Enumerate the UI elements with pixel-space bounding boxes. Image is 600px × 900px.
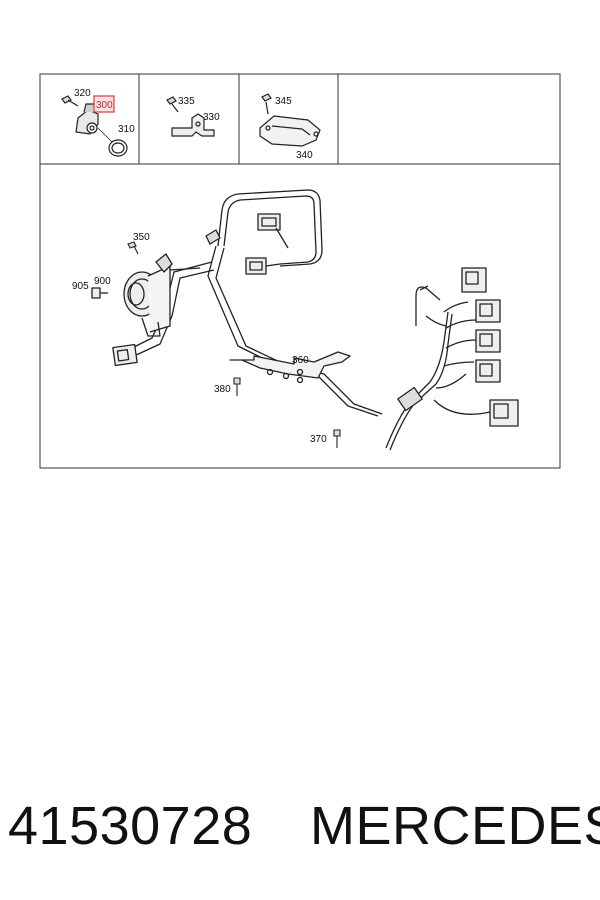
sensor-assembly-drawing bbox=[61, 95, 128, 157]
callout-900[interactable]: 900 bbox=[94, 276, 111, 287]
parts-diagram: 300 320 310 335 330 345 340 bbox=[39, 73, 561, 469]
screw-370-drawing bbox=[333, 429, 341, 448]
callout-340[interactable]: 340 bbox=[296, 150, 313, 161]
callout-335[interactable]: 335 bbox=[178, 96, 195, 107]
part-number: 41530728 bbox=[8, 796, 253, 856]
callout-350[interactable]: 350 bbox=[133, 232, 150, 243]
callout-320[interactable]: 320 bbox=[74, 88, 91, 99]
wiring-harness-drawing bbox=[91, 189, 519, 451]
screw-380-drawing bbox=[233, 377, 241, 396]
callout-905[interactable]: 905 bbox=[72, 281, 89, 292]
callout-310[interactable]: 310 bbox=[118, 124, 135, 135]
bracket-drawing bbox=[166, 96, 215, 137]
callout-330[interactable]: 330 bbox=[203, 112, 220, 123]
control-unit-drawing bbox=[259, 93, 321, 147]
callout-300[interactable]: 300 bbox=[96, 100, 113, 111]
callout-345[interactable]: 345 bbox=[275, 96, 292, 107]
highlight-box bbox=[93, 95, 115, 113]
callout-380[interactable]: 380 bbox=[214, 384, 231, 395]
brand-name: MERCEDES bbox=[310, 796, 600, 856]
screw-350-drawing bbox=[127, 241, 139, 255]
callout-370[interactable]: 370 bbox=[310, 434, 327, 445]
callout-360[interactable]: 360 bbox=[292, 355, 309, 366]
